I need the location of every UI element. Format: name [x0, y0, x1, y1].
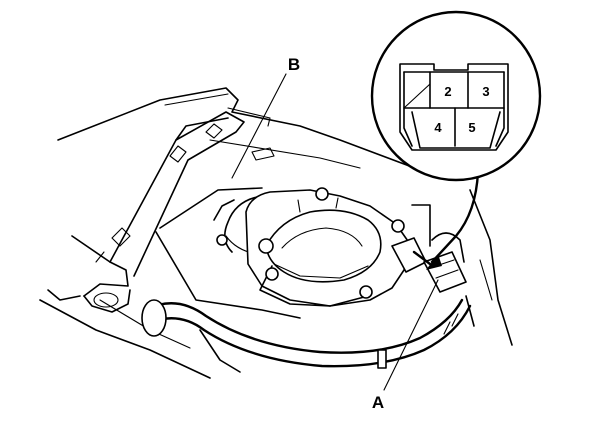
pin-label: 2	[444, 84, 451, 99]
callout-a: A	[372, 393, 384, 412]
magnifier-circle	[370, 10, 542, 182]
leader-lines	[231, 73, 480, 391]
motor-connector	[391, 232, 467, 293]
leader-line-a	[383, 279, 439, 391]
connector-detail-magnifier: 2 3 4 5	[370, 10, 542, 182]
mounting-bracket	[71, 111, 245, 313]
connector-face-outline	[399, 63, 509, 151]
body-panel	[39, 87, 513, 379]
hose-harness	[141, 295, 475, 369]
motor-body	[155, 187, 301, 319]
actuator-housing	[245, 187, 411, 307]
leader-line-b	[231, 73, 287, 179]
callout-b: B	[288, 55, 300, 74]
pin-label: 5	[468, 120, 475, 135]
pin-label: 4	[434, 120, 442, 135]
pin-label: 3	[482, 84, 489, 99]
